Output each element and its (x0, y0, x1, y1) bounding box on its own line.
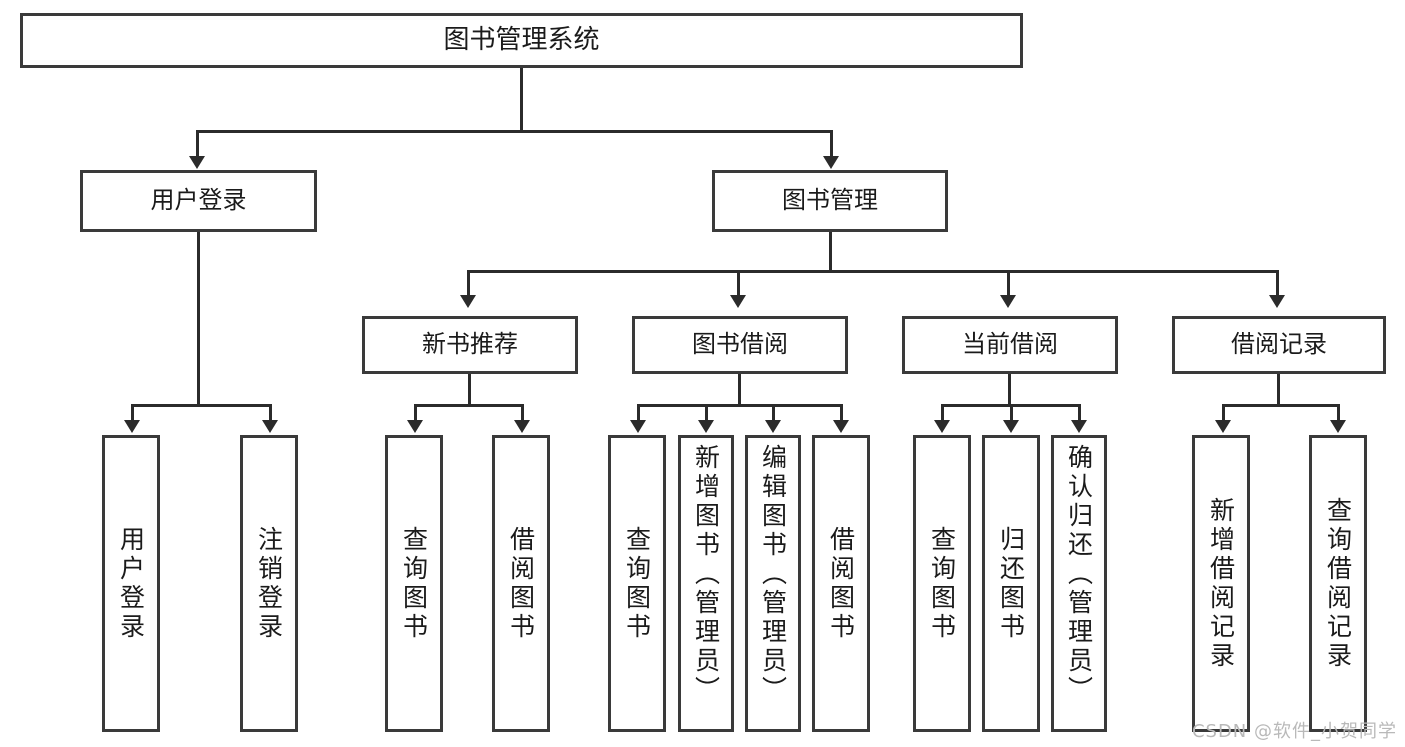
connector-user-login-bus (131, 404, 269, 407)
connector-user-login-to-logout (269, 404, 272, 422)
leaf-cb-return-book[interactable]: 归还图书 (982, 435, 1040, 732)
connector-bb-to-borrow (840, 404, 843, 422)
leaf-bb-add-book[interactable]: 新增图书（管理员） (678, 435, 734, 732)
connector-to-current-borrow (1007, 270, 1010, 297)
arrowhead-new-book (460, 295, 476, 308)
arrowhead-nb-borrow-book (514, 420, 530, 433)
connector-root-bus (196, 130, 833, 133)
connector-cb-to-confirm (1078, 404, 1081, 422)
node-label: 新书推荐 (422, 330, 518, 359)
connector-to-book-borrow (737, 270, 740, 297)
leaf-bb-edit-book[interactable]: 编辑图书（管理员） (745, 435, 801, 732)
node-label: 当前借阅 (962, 330, 1058, 359)
connector-book-borrow-stem (738, 374, 741, 404)
node-label: 查询借阅记录 (1323, 496, 1353, 671)
connector-to-borrow-record (1276, 270, 1279, 297)
connector-new-book-to-borrow (521, 404, 524, 422)
connector-book-borrow-bus (637, 404, 842, 407)
leaf-nb-borrow-book[interactable]: 借阅图书 (492, 435, 550, 732)
node-label: 编辑图书（管理员） (758, 444, 788, 705)
connector-bb-to-edit (772, 404, 775, 422)
arrowhead-br-add-record (1215, 420, 1231, 433)
node-book-borrow[interactable]: 图书借阅 (632, 316, 848, 374)
leaf-cb-confirm-return[interactable]: 确认归还（管理员） (1051, 435, 1107, 732)
node-label: 用户登录 (116, 525, 146, 642)
leaf-br-add-record[interactable]: 新增借阅记录 (1192, 435, 1250, 732)
node-book-management[interactable]: 图书管理 (712, 170, 948, 232)
node-borrow-record[interactable]: 借阅记录 (1172, 316, 1386, 374)
connector-book-manage-bus (467, 270, 1279, 273)
node-label: 确认归还（管理员） (1064, 444, 1094, 705)
connector-user-login-to-login (131, 404, 134, 422)
leaf-user-login[interactable]: 用户登录 (102, 435, 160, 732)
connector-borrow-record-bus (1222, 404, 1340, 407)
arrowhead-user-login (189, 156, 205, 169)
connector-root-to-user-login (196, 130, 199, 158)
node-label: 注销登录 (254, 525, 284, 642)
arrowhead-borrow-record (1269, 295, 1285, 308)
node-label: 图书管理系统 (443, 24, 600, 55)
leaf-logout[interactable]: 注销登录 (240, 435, 298, 732)
connector-borrow-record-stem (1277, 374, 1280, 404)
node-label: 借阅记录 (1231, 330, 1327, 359)
connector-br-to-add (1222, 404, 1225, 422)
arrowhead-nb-query-book (407, 420, 423, 433)
node-label: 查询图书 (927, 525, 957, 642)
node-label: 归还图书 (996, 525, 1026, 642)
arrowhead-leaf-user-login (124, 420, 140, 433)
node-label: 新增借阅记录 (1206, 496, 1236, 671)
leaf-nb-query-book[interactable]: 查询图书 (385, 435, 443, 732)
arrowhead-br-query-record (1330, 420, 1346, 433)
connector-new-book-to-query (414, 404, 417, 422)
connector-br-to-query (1337, 404, 1340, 422)
arrowhead-cb-query-book (934, 420, 950, 433)
arrowhead-cb-return-book (1003, 420, 1019, 433)
leaf-bb-borrow-book[interactable]: 借阅图书 (812, 435, 870, 732)
arrowhead-bb-borrow-book (833, 420, 849, 433)
node-label: 查询图书 (399, 525, 429, 642)
connector-cb-to-return (1010, 404, 1013, 422)
connector-book-manage-stem (829, 232, 832, 270)
node-new-book-recommend[interactable]: 新书推荐 (362, 316, 578, 374)
connector-root-stem (520, 68, 523, 130)
node-label: 借阅图书 (826, 525, 856, 642)
leaf-bb-query-book[interactable]: 查询图书 (608, 435, 666, 732)
node-label: 图书管理 (782, 186, 878, 215)
arrowhead-leaf-logout (262, 420, 278, 433)
arrowhead-current-borrow (1000, 295, 1016, 308)
connector-cb-to-query (941, 404, 944, 422)
arrowhead-bb-add-book (698, 420, 714, 433)
node-current-borrow[interactable]: 当前借阅 (902, 316, 1118, 374)
node-user-login[interactable]: 用户登录 (80, 170, 317, 232)
node-label: 查询图书 (622, 525, 652, 642)
node-label: 用户登录 (150, 186, 247, 215)
connector-new-book-stem (468, 374, 471, 404)
arrowhead-bb-edit-book (765, 420, 781, 433)
connector-current-borrow-stem (1008, 374, 1011, 404)
connector-to-new-book (467, 270, 470, 297)
arrowhead-book-manage (823, 156, 839, 169)
connector-root-to-book-manage (830, 130, 833, 158)
node-label: 新增图书（管理员） (691, 444, 721, 705)
connector-bb-to-add (705, 404, 708, 422)
arrowhead-bb-query-book (630, 420, 646, 433)
leaf-cb-query-book[interactable]: 查询图书 (913, 435, 971, 732)
node-label: 图书借阅 (692, 330, 788, 359)
connector-bb-to-query (637, 404, 640, 422)
leaf-br-query-record[interactable]: 查询借阅记录 (1309, 435, 1367, 732)
node-label: 借阅图书 (506, 525, 536, 642)
connector-user-login-stem (197, 232, 200, 404)
node-root-system[interactable]: 图书管理系统 (20, 13, 1023, 68)
arrowhead-book-borrow (730, 295, 746, 308)
connector-new-book-bus (414, 404, 524, 407)
arrowhead-cb-confirm-return (1071, 420, 1087, 433)
